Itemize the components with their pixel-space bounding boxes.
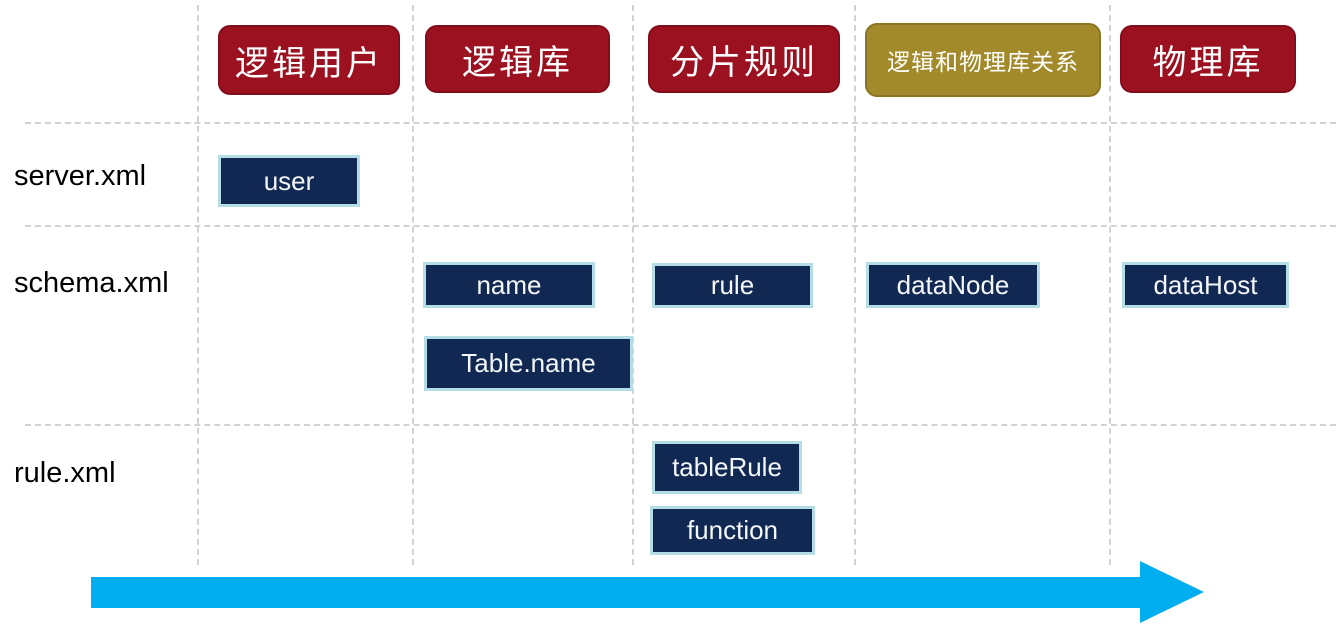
row-label-schema-xml: schema.xml — [14, 267, 169, 299]
box-name: name — [423, 262, 595, 308]
row-label-server-xml: server.xml — [14, 160, 147, 192]
grid-vline-3 — [632, 5, 634, 565]
box-datanode: dataNode — [866, 262, 1040, 308]
box-function: function — [650, 506, 815, 555]
timeline-arrow-head-icon — [1140, 561, 1204, 623]
column-header-logical-db: 逻辑库 — [425, 25, 610, 93]
grid-hline-3 — [25, 424, 1336, 426]
box-tablerule: tableRule — [652, 441, 802, 494]
grid-hline-1 — [25, 122, 1336, 124]
timeline-arrow-body — [91, 577, 1140, 608]
column-header-logical-user: 逻辑用户 — [218, 25, 400, 95]
box-user: user — [218, 155, 360, 207]
grid-vline-5 — [1109, 5, 1111, 565]
column-header-sharding-rule: 分片规则 — [648, 25, 840, 93]
grid-hline-2 — [25, 225, 1336, 227]
column-header-physical-db: 物理库 — [1120, 25, 1296, 93]
column-header-logical-physical-relation: 逻辑和物理库关系 — [865, 23, 1101, 97]
box-table-name: Table.name — [424, 336, 633, 391]
grid-vline-2 — [412, 5, 414, 565]
box-rule: rule — [652, 263, 813, 308]
row-label-rule-xml: rule.xml — [14, 457, 116, 489]
grid-vline-1 — [197, 5, 199, 565]
grid-vline-4 — [854, 5, 856, 565]
box-datahost: dataHost — [1122, 262, 1289, 308]
